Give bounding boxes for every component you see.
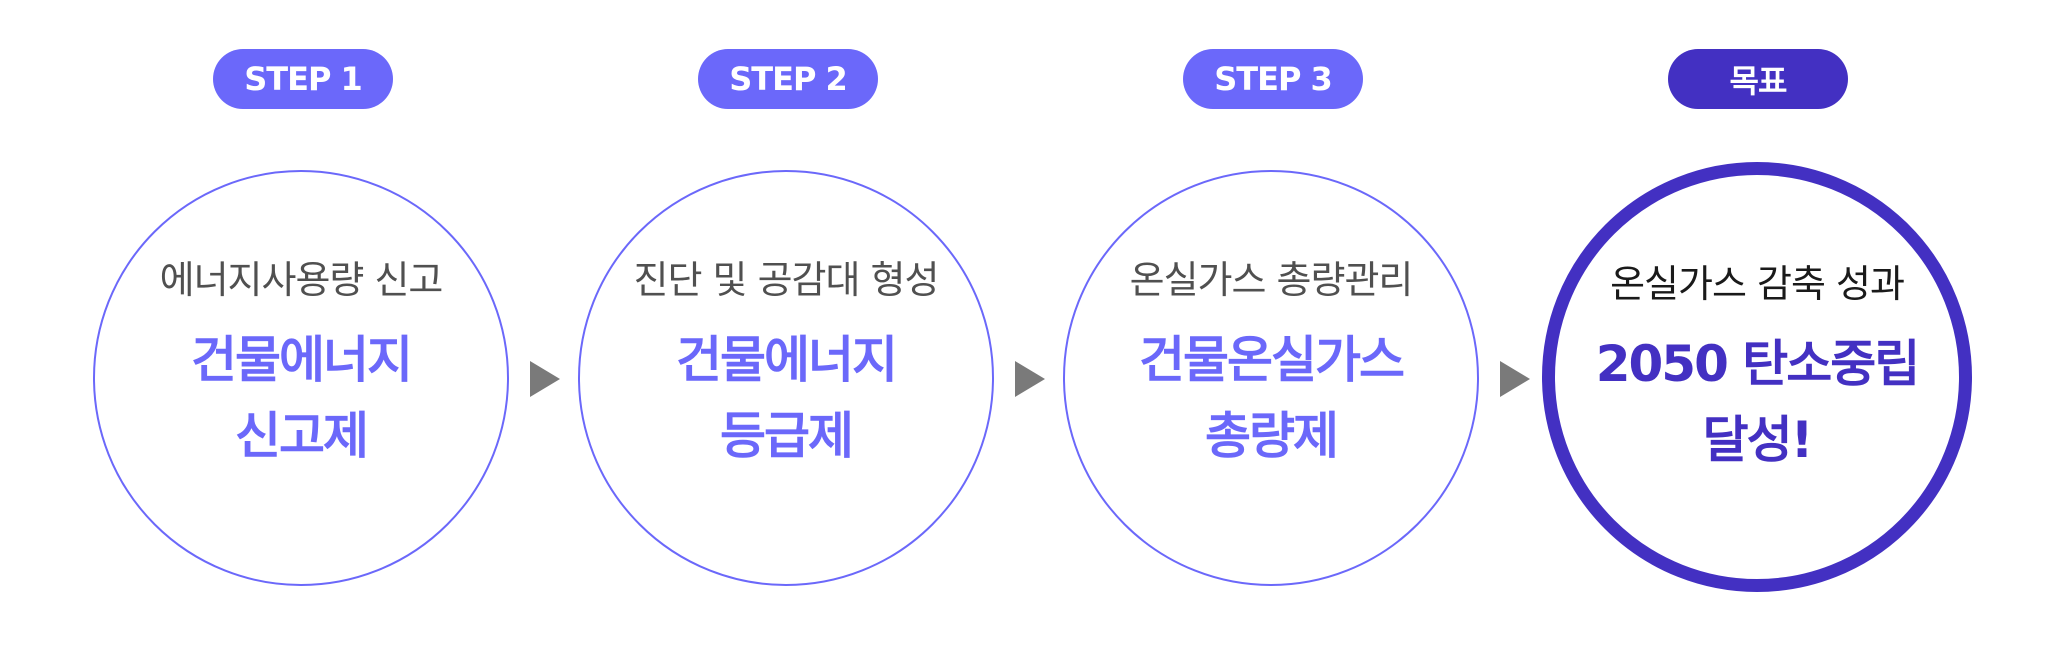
step-3-badge: STEP 3	[1183, 49, 1363, 109]
step-1-badge: STEP 1	[213, 49, 393, 109]
goal-subtitle: 온실가스 감축 성과	[1610, 261, 1905, 306]
step-3-circle: 온실가스 총량관리 건물온실가스 총량제	[1063, 170, 1479, 586]
goal-title-line-1: 2050 탄소중립	[1595, 334, 1921, 393]
goal-circle: 온실가스 감축 성과 2050 탄소중립 달성!	[1542, 162, 1972, 592]
step-2-title-line-2: 등급제	[720, 406, 854, 465]
step-3-title-line-2: 총량제	[1205, 406, 1339, 465]
step-1-title-line-1: 건물에너지	[191, 330, 413, 389]
arrow-right-icon	[530, 361, 560, 397]
goal: 목표 온실가스 감축 성과 2050 탄소중립 달성!	[1542, 0, 1972, 652]
goal-title-line-2: 달성!	[1702, 410, 1814, 469]
step-1-subtitle: 에너지사용량 신고	[159, 257, 444, 302]
arrow-right-icon	[1015, 361, 1045, 397]
step-2-title-line-1: 건물에너지	[676, 330, 898, 389]
step-3: STEP 3 온실가스 총량관리 건물온실가스 총량제	[1063, 0, 1483, 652]
step-1-circle: 에너지사용량 신고 건물에너지 신고제	[93, 170, 509, 586]
step-3-subtitle: 온실가스 총량관리	[1129, 257, 1414, 302]
arrow-right-icon	[1500, 361, 1530, 397]
step-2-circle: 진단 및 공감대 형성 건물에너지 등급제	[578, 170, 994, 586]
step-3-title-line-1: 건물온실가스	[1139, 330, 1405, 389]
step-2: STEP 2 진단 및 공감대 형성 건물에너지 등급제	[578, 0, 998, 652]
goal-badge: 목표	[1668, 49, 1848, 109]
step-2-subtitle: 진단 및 공감대 형성	[633, 257, 940, 302]
step-1-title-line-2: 신고제	[235, 406, 369, 465]
step-2-badge: STEP 2	[698, 49, 878, 109]
step-1: STEP 1 에너지사용량 신고 건물에너지 신고제	[93, 0, 513, 652]
